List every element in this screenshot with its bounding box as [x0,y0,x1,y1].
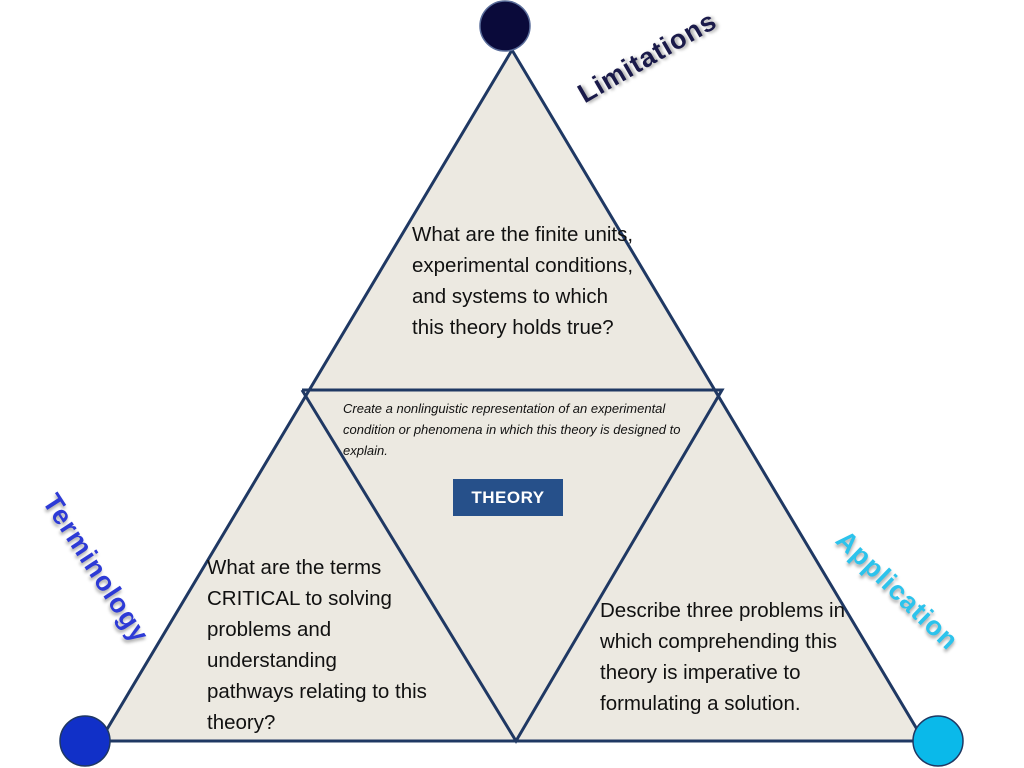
limitations-question: What are the finite units, experimental … [412,223,634,339]
theory-prompt: Create a nonlinguistic representation of… [343,401,681,458]
right-corner-circle [912,715,964,767]
application-question: Describe three problems in which compreh… [600,599,845,715]
inner-triangle-outline [300,388,725,744]
terminology-question: What are the terms CRITICAL to solving p… [207,556,427,734]
left-corner-circle [59,715,111,767]
theory-badge: THEORY [453,479,563,516]
top-corner-circle [479,0,531,52]
